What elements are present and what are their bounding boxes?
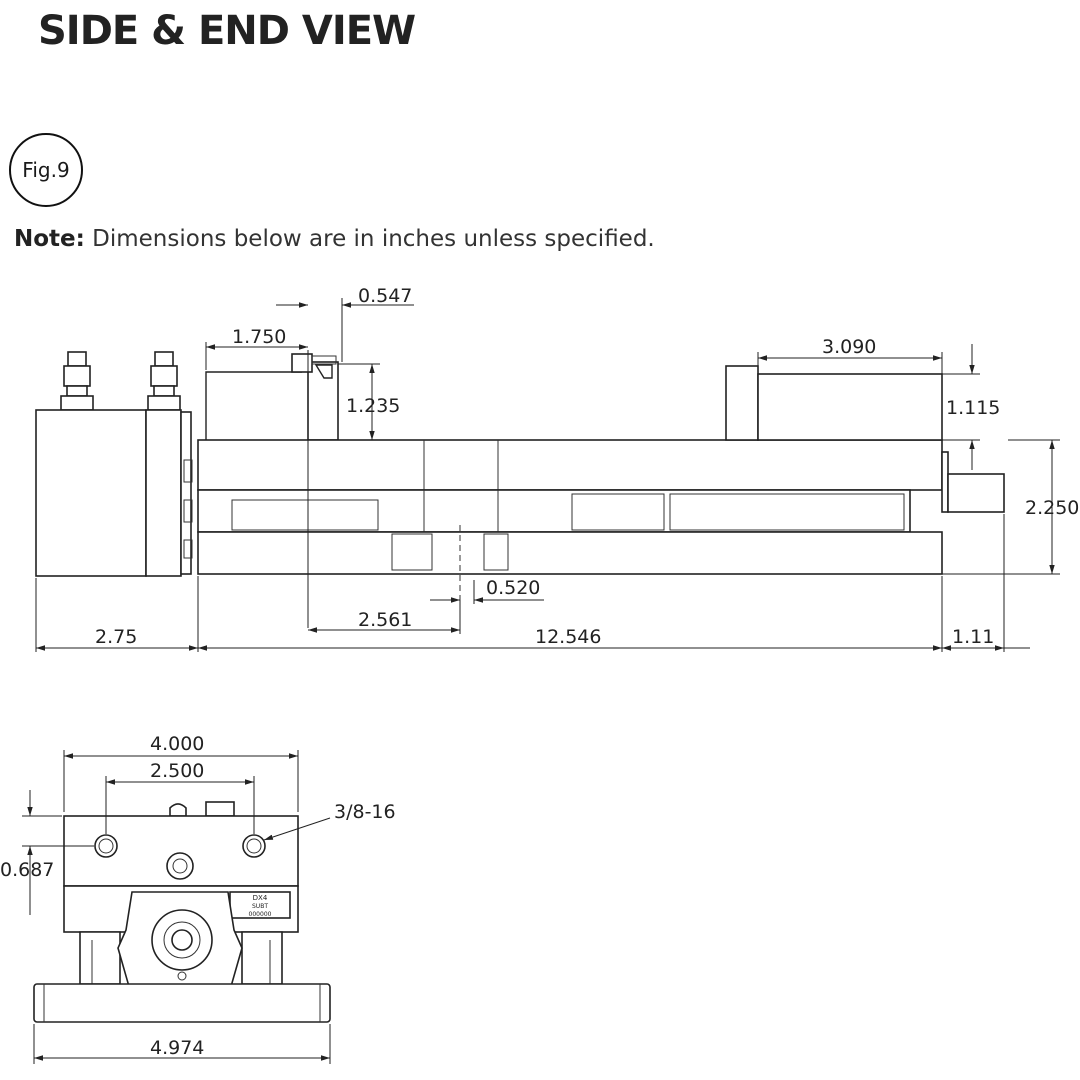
dim-12546: 12.546 <box>535 626 601 648</box>
dim-2561: 2.561 <box>358 609 412 631</box>
end-plate <box>180 411 192 575</box>
dimension-note: Note: Dimensions below are in inches unl… <box>14 226 655 252</box>
dim-275: 2.75 <box>95 626 137 648</box>
movable-jaw <box>307 361 339 441</box>
screw-end <box>947 473 1005 513</box>
cylinder-cap <box>145 409 182 577</box>
note-text: Dimensions below are in inches unless sp… <box>84 226 655 252</box>
figure-label: Fig.9 <box>22 158 70 182</box>
left-fitting-icon <box>60 351 94 411</box>
top-plug-icon <box>205 801 235 817</box>
dim-2250: 2.250 <box>1025 497 1079 519</box>
center-fitting-icon <box>166 852 194 880</box>
page-title: SIDE & END VIEW <box>38 8 416 54</box>
mount-hole-right <box>242 834 266 858</box>
figure-badge: Fig.9 <box>9 133 83 207</box>
dim-0687: 0.687 <box>0 859 54 881</box>
rear-jaw <box>725 365 759 441</box>
plate-line3: 000000 <box>249 911 272 918</box>
end-view: DX4 SUBT 000000 4.000 <box>0 733 396 1064</box>
dim-2500: 2.500 <box>150 760 204 782</box>
dim-0547: 0.547 <box>358 285 412 307</box>
dim-1750: 1.750 <box>232 326 286 348</box>
dim-1115: 1.115 <box>946 397 1000 419</box>
plate-line2: SUBT <box>252 903 268 910</box>
dim-3090: 3.090 <box>822 336 876 358</box>
thread-callout: 3/8-16 <box>334 801 396 823</box>
side-view: 0.547 1.750 1.235 3.090 1.115 2.250 0.52… <box>35 285 1079 652</box>
vise-base <box>197 531 943 575</box>
vise-body-middle <box>197 489 911 533</box>
fixed-jaw-outline <box>205 371 302 440</box>
note-prefix: Note: <box>14 226 85 252</box>
thread-leader <box>263 817 331 841</box>
right-fitting-icon <box>147 351 181 411</box>
dim-111: 1.11 <box>952 626 994 648</box>
dim-4974: 4.974 <box>150 1037 204 1059</box>
cylinder-block <box>35 409 147 577</box>
screw-end-icon <box>171 929 193 951</box>
dim-1235: 1.235 <box>346 395 400 417</box>
dim-0520: 0.520 <box>486 577 540 599</box>
end-base-plate <box>33 983 331 1023</box>
top-knob-icon <box>169 803 187 817</box>
vise-body-top <box>197 439 943 491</box>
dim-4000: 4.000 <box>150 733 204 755</box>
plate-line1: DX4 <box>253 894 268 902</box>
mount-hole-left <box>94 834 118 858</box>
